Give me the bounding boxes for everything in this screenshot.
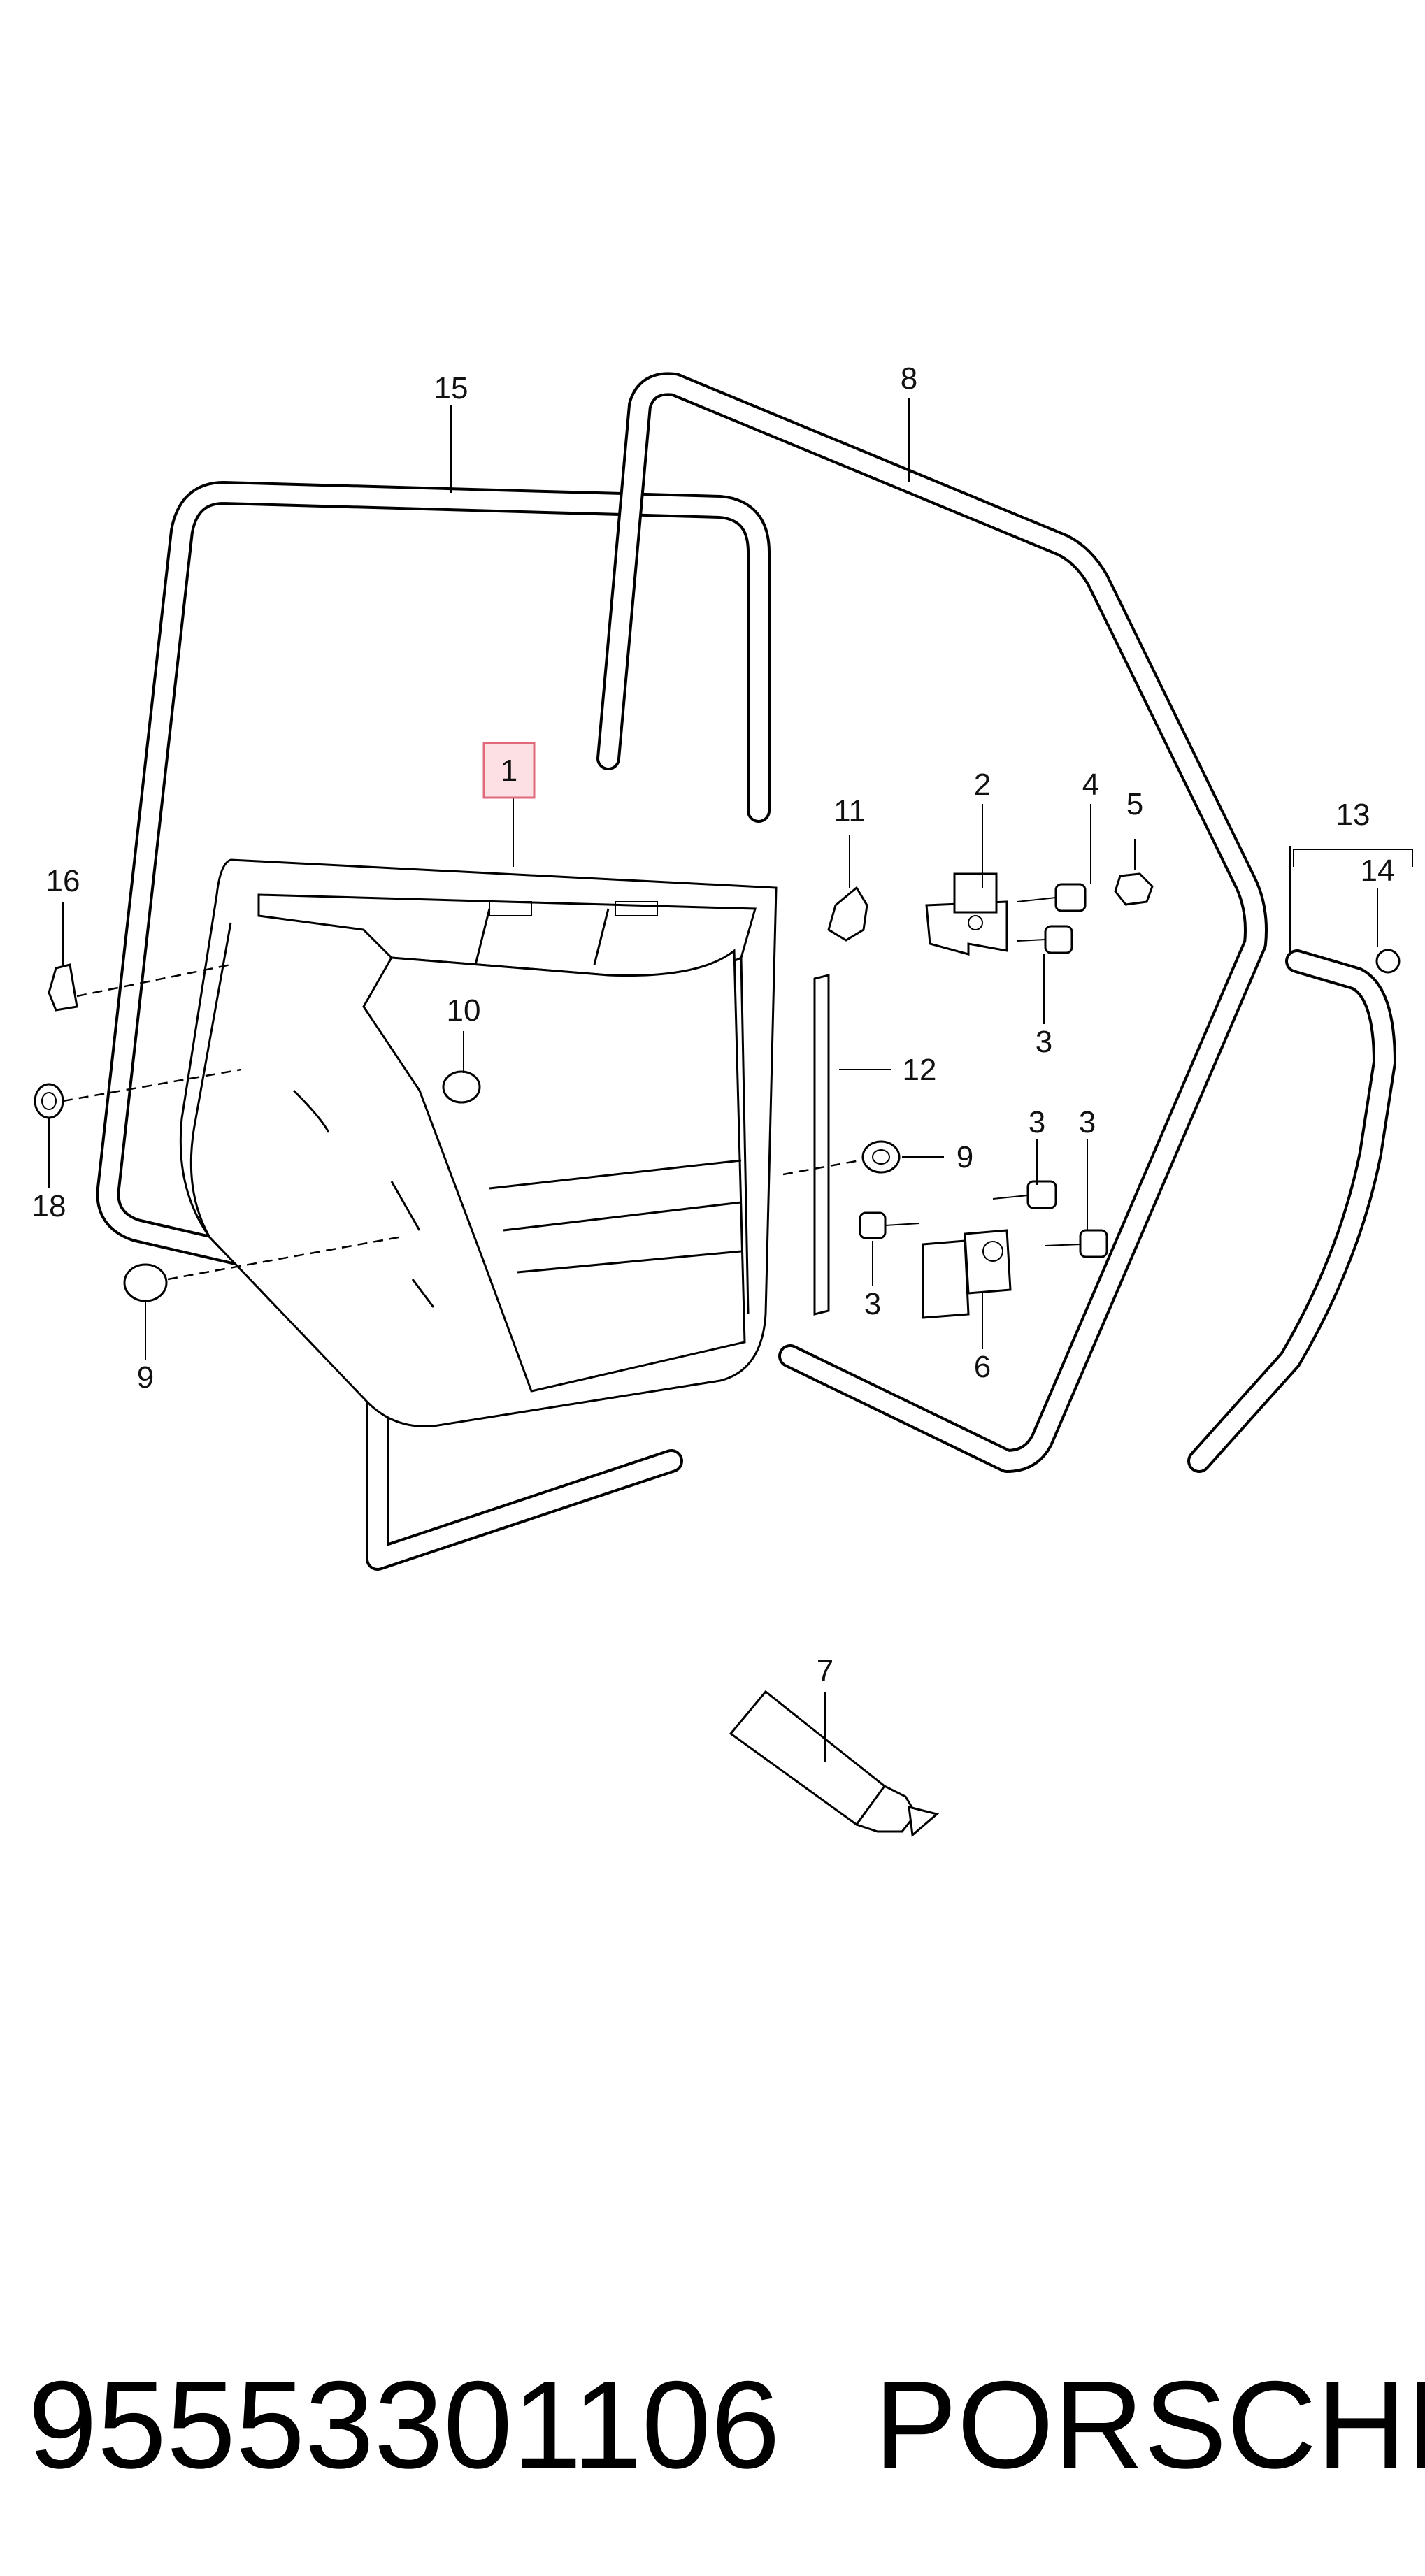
callout-18: 18 [32, 1189, 66, 1223]
callout-12: 12 [903, 1053, 937, 1087]
callout-9-right: 9 [957, 1140, 973, 1174]
callout-10: 10 [447, 993, 481, 1028]
bracket-11 [827, 886, 868, 942]
callout-8: 8 [901, 361, 917, 396]
plug-9-upper [861, 1140, 901, 1174]
lower-hinge-6 [922, 1229, 1012, 1319]
callout-4: 4 [1082, 768, 1099, 802]
screw-3b [992, 1180, 1057, 1209]
screw-4 [1017, 883, 1087, 912]
callout-3-lower: 3 [864, 1287, 881, 1321]
callout-6: 6 [974, 1350, 991, 1384]
screw-3a [1017, 925, 1073, 954]
callout-3-middle: 3 [1029, 1105, 1045, 1139]
plug-9-lower [123, 1263, 168, 1302]
callout-7: 7 [817, 1654, 833, 1688]
callout-16: 16 [46, 864, 80, 898]
screw-3d [859, 1211, 920, 1239]
callout-1: 1 [501, 754, 517, 788]
upper-hinge-2 [925, 872, 1008, 956]
plug-18 [34, 1083, 64, 1119]
highlight-box-1 [482, 742, 536, 799]
leader-lines [48, 398, 1413, 1762]
callout-15: 15 [434, 371, 468, 405]
door-shell-1 [179, 858, 778, 1427]
sealant-tube-7 [729, 1690, 940, 1837]
plug-16 [48, 963, 78, 1012]
screw-3c [1045, 1229, 1108, 1258]
window-channel-8 [813, 974, 830, 1316]
callout-3-right: 3 [1079, 1105, 1096, 1139]
brand-name: PORSCHE [874, 2355, 1425, 2494]
clip-14 [1375, 949, 1401, 974]
callout-14: 14 [1361, 854, 1395, 888]
dashed-leaders [62, 912, 1008, 1281]
callout-5: 5 [1126, 787, 1143, 821]
footer: 95553301106 PORSCHE [28, 2355, 1425, 2494]
callout-labels: 1 15 8 2 4 5 3 3 3 3 6 11 12 9 9 10 16 1… [32, 361, 1395, 1688]
callout-13: 13 [1336, 798, 1370, 832]
callout-2: 2 [974, 768, 991, 802]
plug-10 [442, 1070, 481, 1104]
callout-3-upper: 3 [1036, 1025, 1052, 1059]
part-number: 95553301106 [28, 2355, 780, 2494]
trim-strip-13 [1187, 949, 1396, 1473]
callout-11: 11 [833, 794, 866, 828]
nut-5 [1114, 872, 1154, 906]
callout-9-left: 9 [137, 1360, 154, 1395]
